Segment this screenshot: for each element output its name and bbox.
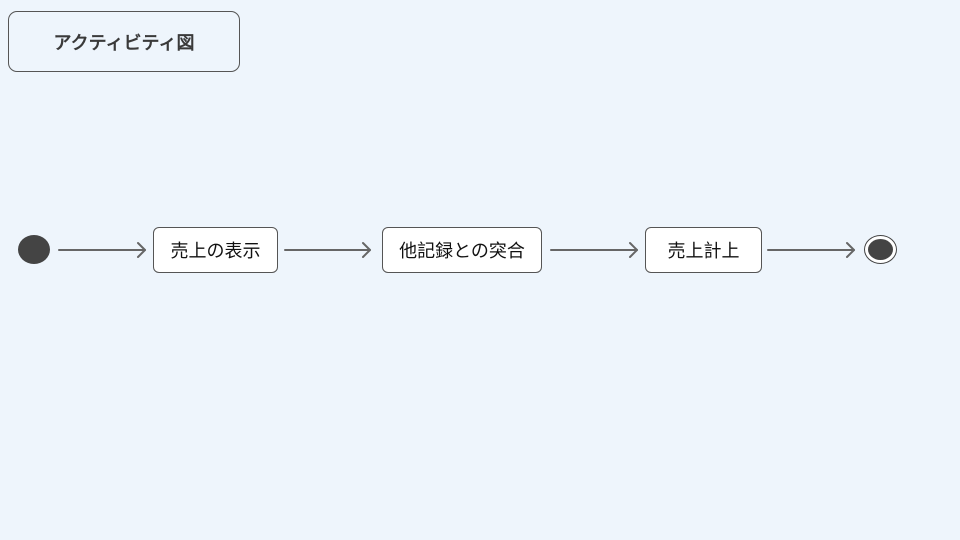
flow-arrow-start-to-action1	[58, 242, 146, 258]
action-node[interactable]: 他記録との突合	[382, 227, 542, 273]
initial-node	[18, 235, 50, 264]
action-node[interactable]: 売上計上	[645, 227, 762, 273]
diagram-title: アクティビティ図	[8, 11, 240, 72]
flow-arrow-action2-to-action3	[550, 242, 638, 258]
flow-arrow-action1-to-action2	[284, 242, 371, 258]
final-node-inner	[868, 239, 893, 260]
action-node[interactable]: 売上の表示	[153, 227, 278, 273]
action-label: 他記録との突合	[399, 241, 525, 262]
action-label: 売上計上	[667, 241, 740, 262]
action-label: 売上の表示	[170, 241, 261, 262]
flow-arrow-action3-to-end	[767, 242, 855, 258]
final-node	[864, 235, 897, 264]
